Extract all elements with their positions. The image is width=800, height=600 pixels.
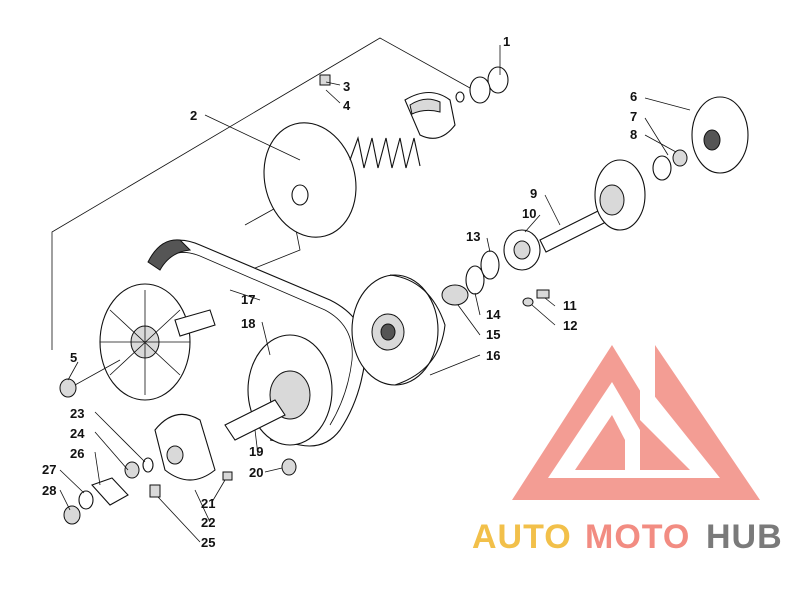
callout-28: 28	[42, 483, 56, 498]
clip-3	[319, 74, 331, 86]
callout-20: 20	[249, 465, 263, 480]
roller-20	[281, 458, 297, 476]
callout-19: 19	[249, 444, 263, 459]
bearing-10-inner	[513, 240, 531, 260]
leader-lines	[59, 45, 691, 543]
watermark-moto-text: MOTO	[585, 518, 690, 556]
snap-ring-1b	[469, 76, 491, 104]
clutch-6	[691, 96, 749, 174]
nut-8	[672, 149, 688, 167]
automotohub-logo	[512, 345, 760, 500]
nut-5	[59, 378, 77, 398]
shaft-9	[539, 159, 646, 253]
callout-4: 4	[343, 98, 351, 113]
plate-26	[91, 477, 129, 506]
snap-ring-1a	[487, 66, 509, 94]
washer-12	[522, 297, 534, 307]
driven-pulley	[99, 283, 216, 401]
axis-line-5	[74, 359, 121, 386]
callout-17: 17	[241, 292, 255, 307]
ring-13	[480, 250, 500, 280]
callout-24: 24	[70, 426, 85, 441]
cam-assembly	[404, 91, 456, 139]
snap-ring-small	[455, 91, 465, 103]
fixed-sheave	[351, 274, 446, 386]
callout-10: 10	[522, 206, 536, 221]
callout-11: 11	[563, 298, 577, 313]
callout-14: 14	[486, 307, 501, 322]
drive-clutch	[224, 334, 333, 446]
bracket-line-2	[51, 37, 471, 350]
callout-1: 1	[503, 34, 510, 49]
seal-28	[63, 505, 81, 525]
cam-22	[154, 413, 216, 481]
callout-8: 8	[630, 127, 637, 142]
clip-21	[222, 471, 233, 481]
callout-12: 12	[563, 318, 577, 333]
callout-23: 23	[70, 406, 84, 421]
callout-2: 2	[190, 108, 197, 123]
callout-21: 21	[201, 496, 215, 511]
callout-26: 26	[70, 446, 84, 461]
callout-7: 7	[630, 109, 637, 124]
callout-3: 3	[343, 79, 350, 94]
callout-15: 15	[486, 327, 500, 342]
movable-sheave	[263, 122, 357, 238]
washer-7	[652, 155, 672, 181]
callout-5: 5	[70, 350, 77, 365]
watermark-hub-text: HUB	[706, 518, 783, 556]
callout-18: 18	[241, 316, 255, 331]
seal-27	[78, 490, 94, 510]
callout-25: 25	[201, 535, 215, 550]
nut-24	[124, 461, 140, 479]
callout-6: 6	[630, 89, 637, 104]
bolt-11	[536, 289, 550, 299]
watermark-auto-text: AUTO	[472, 518, 572, 556]
spring	[349, 135, 421, 169]
callout-9: 9	[530, 186, 537, 201]
callout-13: 13	[466, 229, 480, 244]
callout-16: 16	[486, 348, 500, 363]
washer-23	[142, 457, 154, 473]
callout-27: 27	[42, 462, 56, 477]
callout-22: 22	[201, 515, 215, 530]
bushing-15	[441, 284, 469, 306]
bolt-25	[149, 484, 161, 498]
